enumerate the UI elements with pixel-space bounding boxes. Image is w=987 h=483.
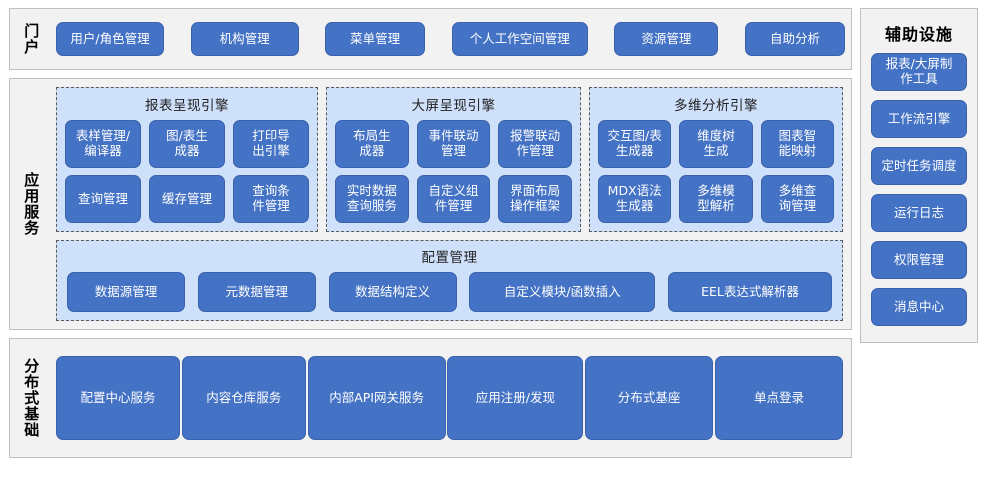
application-services-layer: 应用服务 报表呈现引擎 表样管理/ 编译器 图/表生 成器 打印导 出引擎 查询… (9, 78, 852, 330)
button-query-management[interactable]: 查询管理 (65, 175, 141, 223)
portal-button-user-role-management[interactable]: 用户/角色管理 (56, 22, 164, 56)
group-title-multidimensional-analysis-engine: 多维分析引擎 (674, 98, 758, 114)
button-report-dashboard-authoring-tool[interactable]: 报表/大屏制 作工具 (871, 53, 967, 91)
engine-group-row: 报表呈现引擎 表样管理/ 编译器 图/表生 成器 打印导 出引擎 查询管理 缓存… (56, 87, 843, 232)
distributed-base-button-row: 配置中心服务 内容仓库服务 内部API网关服务 应用注册/发现 分布式基座 单点… (54, 339, 851, 457)
portal-layer-label: 门户 (10, 9, 54, 69)
main-layer-column: 门户 用户/角色管理 机构管理 菜单管理 个人工作空间管理 资源管理 自助分析 … (9, 8, 852, 458)
portal-layer-label-text: 门户 (24, 21, 40, 56)
button-eel-expression-parser[interactable]: EEL表达式解析器 (668, 272, 832, 312)
button-event-linkage-management[interactable]: 事件联动 管理 (416, 120, 491, 168)
group-grid-multidimensional-analysis-engine: 交互图/表 生成器 维度树 生成 图表智 能映射 MDX语法 生成器 多维模 型… (598, 120, 834, 223)
button-custom-module-function-insertion[interactable]: 自定义模块/函数插入 (469, 272, 656, 312)
auxiliary-facilities-list: 报表/大屏制 作工具 工作流引擎 定时任务调度 运行日志 权限管理 消息中心 (861, 53, 977, 336)
group-multidimensional-analysis-engine: 多维分析引擎 交互图/表 生成器 维度树 生成 图表智 能映射 MDX语法 生成… (589, 87, 843, 232)
button-message-center[interactable]: 消息中心 (871, 288, 967, 326)
group-configuration-management: 配置管理 数据源管理 元数据管理 数据结构定义 自定义模块/函数插入 EEL表达… (56, 240, 843, 321)
button-runtime-log[interactable]: 运行日志 (871, 194, 967, 232)
button-multidimensional-model-parsing[interactable]: 多维模 型解析 (679, 175, 753, 223)
button-datasource-management[interactable]: 数据源管理 (67, 272, 185, 312)
distributed-base-layer-label: 分布式基础 (10, 339, 54, 457)
portal-button-resource-management[interactable]: 资源管理 (614, 22, 719, 56)
button-content-repository-service[interactable]: 内容仓库服务 (181, 356, 306, 440)
button-metadata-management[interactable]: 元数据管理 (197, 272, 316, 312)
button-permission-management[interactable]: 权限管理 (871, 241, 967, 279)
group-title-large-screen-rendering-engine: 大屏呈现引擎 (411, 98, 496, 114)
application-services-layer-label: 应用服务 (10, 79, 54, 329)
button-realtime-data-query-service[interactable]: 实时数据 查询服务 (335, 175, 409, 223)
button-dimension-tree-generation[interactable]: 维度树 生成 (679, 120, 753, 168)
distributed-base-layer-label-text: 分布式基础 (24, 356, 40, 440)
button-alarm-linkage-action-management[interactable]: 报警联动 作管理 (498, 120, 572, 168)
button-data-structure-definition[interactable]: 数据结构定义 (328, 272, 457, 312)
auxiliary-facilities-title: 辅助设施 (884, 25, 953, 44)
button-layout-generator[interactable]: 布局生 成器 (335, 120, 409, 168)
portal-button-self-service-analysis[interactable]: 自助分析 (744, 22, 845, 56)
button-cache-management[interactable]: 缓存管理 (149, 175, 225, 223)
group-title-report-rendering-engine: 报表呈现引擎 (145, 98, 229, 114)
button-ui-layout-operation-framework[interactable]: 界面布局 操作框架 (498, 175, 572, 223)
group-large-screen-rendering-engine: 大屏呈现引擎 布局生 成器 事件联动 管理 报警联动 作管理 实时数据 查询服务… (326, 87, 581, 232)
button-internal-api-gateway-service[interactable]: 内部API网关服务 (307, 356, 446, 440)
portal-button-org-management[interactable]: 机构管理 (190, 22, 299, 56)
group-title-configuration-management: 配置管理 (421, 250, 478, 266)
button-scheduled-task-scheduler[interactable]: 定时任务调度 (871, 147, 967, 185)
group-grid-report-rendering-engine: 表样管理/ 编译器 图/表生 成器 打印导 出引擎 查询管理 缓存管理 查询条 … (65, 120, 309, 223)
button-app-registration-discovery[interactable]: 应用注册/发现 (447, 356, 584, 440)
portal-button-row: 用户/角色管理 机构管理 菜单管理 个人工作空间管理 资源管理 自助分析 (54, 9, 851, 69)
configuration-management-button-row: 数据源管理 元数据管理 数据结构定义 自定义模块/函数插入 EEL表达式解析器 (67, 272, 832, 312)
button-multidimensional-query-management[interactable]: 多维查 询管理 (760, 175, 834, 223)
button-workflow-engine[interactable]: 工作流引擎 (871, 100, 967, 138)
group-grid-large-screen-rendering-engine: 布局生 成器 事件联动 管理 报警联动 作管理 实时数据 查询服务 自定义组 件… (335, 120, 572, 223)
button-chart-table-generator[interactable]: 图/表生 成器 (149, 120, 225, 168)
button-print-export-engine[interactable]: 打印导 出引擎 (233, 120, 309, 168)
group-report-rendering-engine: 报表呈现引擎 表样管理/ 编译器 图/表生 成器 打印导 出引擎 查询管理 缓存… (56, 87, 318, 232)
application-services-layer-label-text: 应用服务 (24, 170, 40, 238)
application-services-content: 报表呈现引擎 表样管理/ 编译器 图/表生 成器 打印导 出引擎 查询管理 缓存… (54, 79, 851, 329)
button-distributed-foundation[interactable]: 分布式基座 (585, 356, 714, 440)
portal-layer: 门户 用户/角色管理 机构管理 菜单管理 个人工作空间管理 资源管理 自助分析 (9, 8, 852, 70)
button-custom-component-management[interactable]: 自定义组 件管理 (416, 175, 491, 223)
button-interactive-chart-table-generator[interactable]: 交互图/表 生成器 (598, 120, 672, 168)
auxiliary-facilities-panel: 辅助设施 报表/大屏制 作工具 工作流引擎 定时任务调度 运行日志 权限管理 消… (860, 8, 978, 343)
button-single-sign-on[interactable]: 单点登录 (714, 356, 843, 440)
portal-button-menu-management[interactable]: 菜单管理 (325, 22, 426, 56)
button-mdx-syntax-generator[interactable]: MDX语法 生成器 (598, 175, 672, 223)
distributed-base-layer: 分布式基础 配置中心服务 内容仓库服务 内部API网关服务 应用注册/发现 分布… (9, 338, 852, 458)
button-report-template-management-compiler[interactable]: 表样管理/ 编译器 (65, 120, 141, 168)
portal-button-personal-workspace-management[interactable]: 个人工作空间管理 (451, 22, 588, 56)
button-chart-intelligent-mapping[interactable]: 图表智 能映射 (760, 120, 834, 168)
button-query-condition-management[interactable]: 查询条 件管理 (233, 175, 309, 223)
button-config-center-service[interactable]: 配置中心服务 (56, 356, 180, 440)
